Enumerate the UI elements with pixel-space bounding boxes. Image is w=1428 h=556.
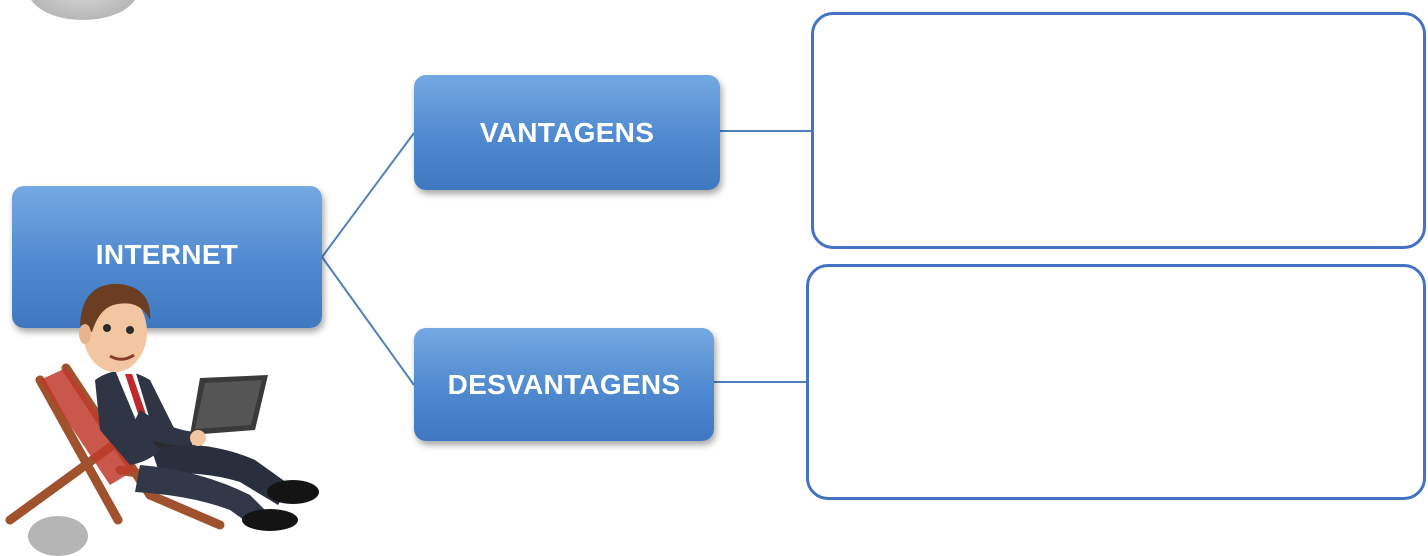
desvantagens-node: DESVANTAGENS: [414, 328, 714, 441]
vantagens-answer-box[interactable]: [811, 12, 1426, 249]
vantagens-node: VANTAGENS: [414, 75, 720, 190]
desvantagens-answer-box[interactable]: [806, 264, 1426, 500]
desvantagens-label: DESVANTAGENS: [447, 368, 681, 400]
man-in-deckchair-with-laptop-icon: [5, 283, 319, 531]
gray-circle-decoration-icon: [28, 0, 138, 20]
internet-label: INTERNET: [95, 239, 239, 270]
connector-internet-desvantagens: [321, 256, 415, 386]
internet-node: INTERNET: [12, 186, 322, 328]
connector-lines: [321, 130, 811, 386]
connector-internet-vantagens: [321, 132, 415, 258]
vantagens-label: VANTAGENS: [479, 116, 655, 148]
